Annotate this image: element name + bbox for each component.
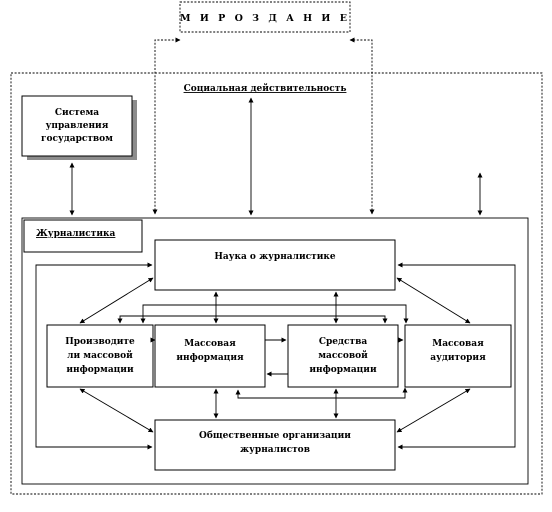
universe-connector-right xyxy=(349,37,375,215)
media-line-3: информации xyxy=(309,365,377,375)
loop-right xyxy=(397,262,516,450)
mass-info-line-2: информация xyxy=(176,353,244,363)
rail-bottom xyxy=(235,387,408,399)
universe-connector-left xyxy=(152,37,181,215)
mass-info-box: Массовая информация xyxy=(154,324,266,388)
journalism-label: Журналистика xyxy=(36,229,116,239)
media-box: Средства массовой информации xyxy=(287,324,399,388)
organizations-line-2: журналистов xyxy=(240,445,310,455)
science-label: Наука о журналистике xyxy=(214,252,336,262)
audience-line-2: аудитория xyxy=(430,353,486,363)
producers-box: Производите ли массовой информации xyxy=(46,324,154,388)
media-line-2: массовой xyxy=(318,350,368,361)
mass-info-line-1: Массовая xyxy=(184,339,236,349)
producers-line-1: Производите xyxy=(65,337,135,347)
media-line-1: Средства xyxy=(319,337,367,347)
audience-line-1: Массовая xyxy=(432,339,484,349)
state-control-box: Система управления государством xyxy=(21,95,137,160)
journalism-label-box: Журналистика xyxy=(23,219,143,253)
science-box: Наука о журналистике xyxy=(154,239,396,291)
science-producers-arrow xyxy=(79,277,154,324)
social-reality-title: Социальная действительность xyxy=(184,83,347,94)
social-reality-frame xyxy=(10,72,543,495)
organizations-line-1: Общественные организации xyxy=(199,430,351,441)
producers-line-2: ли массовой xyxy=(67,350,133,361)
state-control-line-1: Система xyxy=(55,108,99,118)
universe-box: М И Р О З Д А Н И Е xyxy=(179,1,351,33)
science-audience-arrow xyxy=(396,277,471,324)
producers-line-3: информации xyxy=(66,365,134,375)
universe-label: М И Р О З Д А Н И Е xyxy=(180,13,350,24)
audience-box: Массовая аудитория xyxy=(404,324,512,388)
state-control-line-2: управления xyxy=(46,121,109,131)
rail-top-2 xyxy=(140,304,409,324)
state-control-line-3: государством xyxy=(41,134,113,144)
producers-organizations-arrow xyxy=(79,388,154,433)
journalism-frame xyxy=(21,217,529,485)
rail-top xyxy=(117,315,388,324)
audience-organizations-arrow xyxy=(396,388,471,433)
organizations-box: Общественные организации журналистов xyxy=(154,419,396,471)
loop-left xyxy=(35,262,153,450)
